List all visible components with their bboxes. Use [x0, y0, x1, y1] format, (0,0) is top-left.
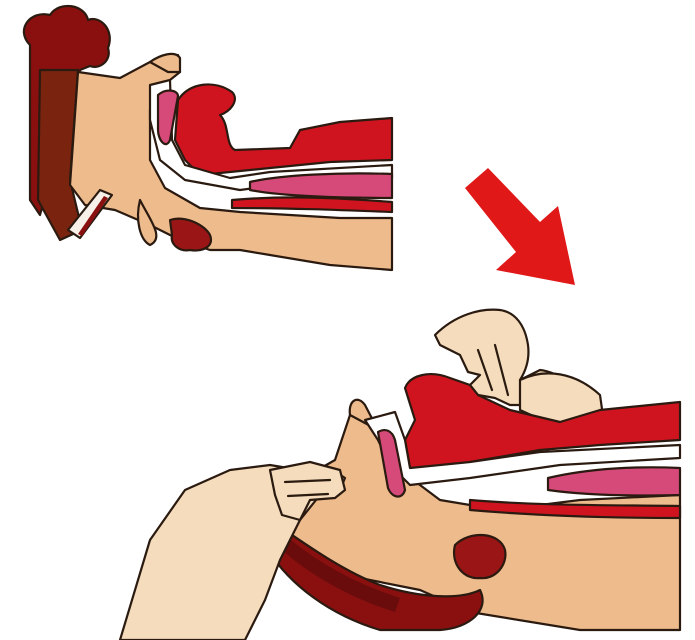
trachea-pink-after [548, 467, 680, 495]
chin-after [454, 535, 505, 578]
panel-before [24, 6, 392, 270]
tongue-blocking [175, 84, 392, 175]
direction-arrow [465, 168, 575, 285]
arrow-icon [465, 168, 575, 285]
panel-after [120, 310, 680, 640]
esophagus-red [232, 197, 392, 212]
